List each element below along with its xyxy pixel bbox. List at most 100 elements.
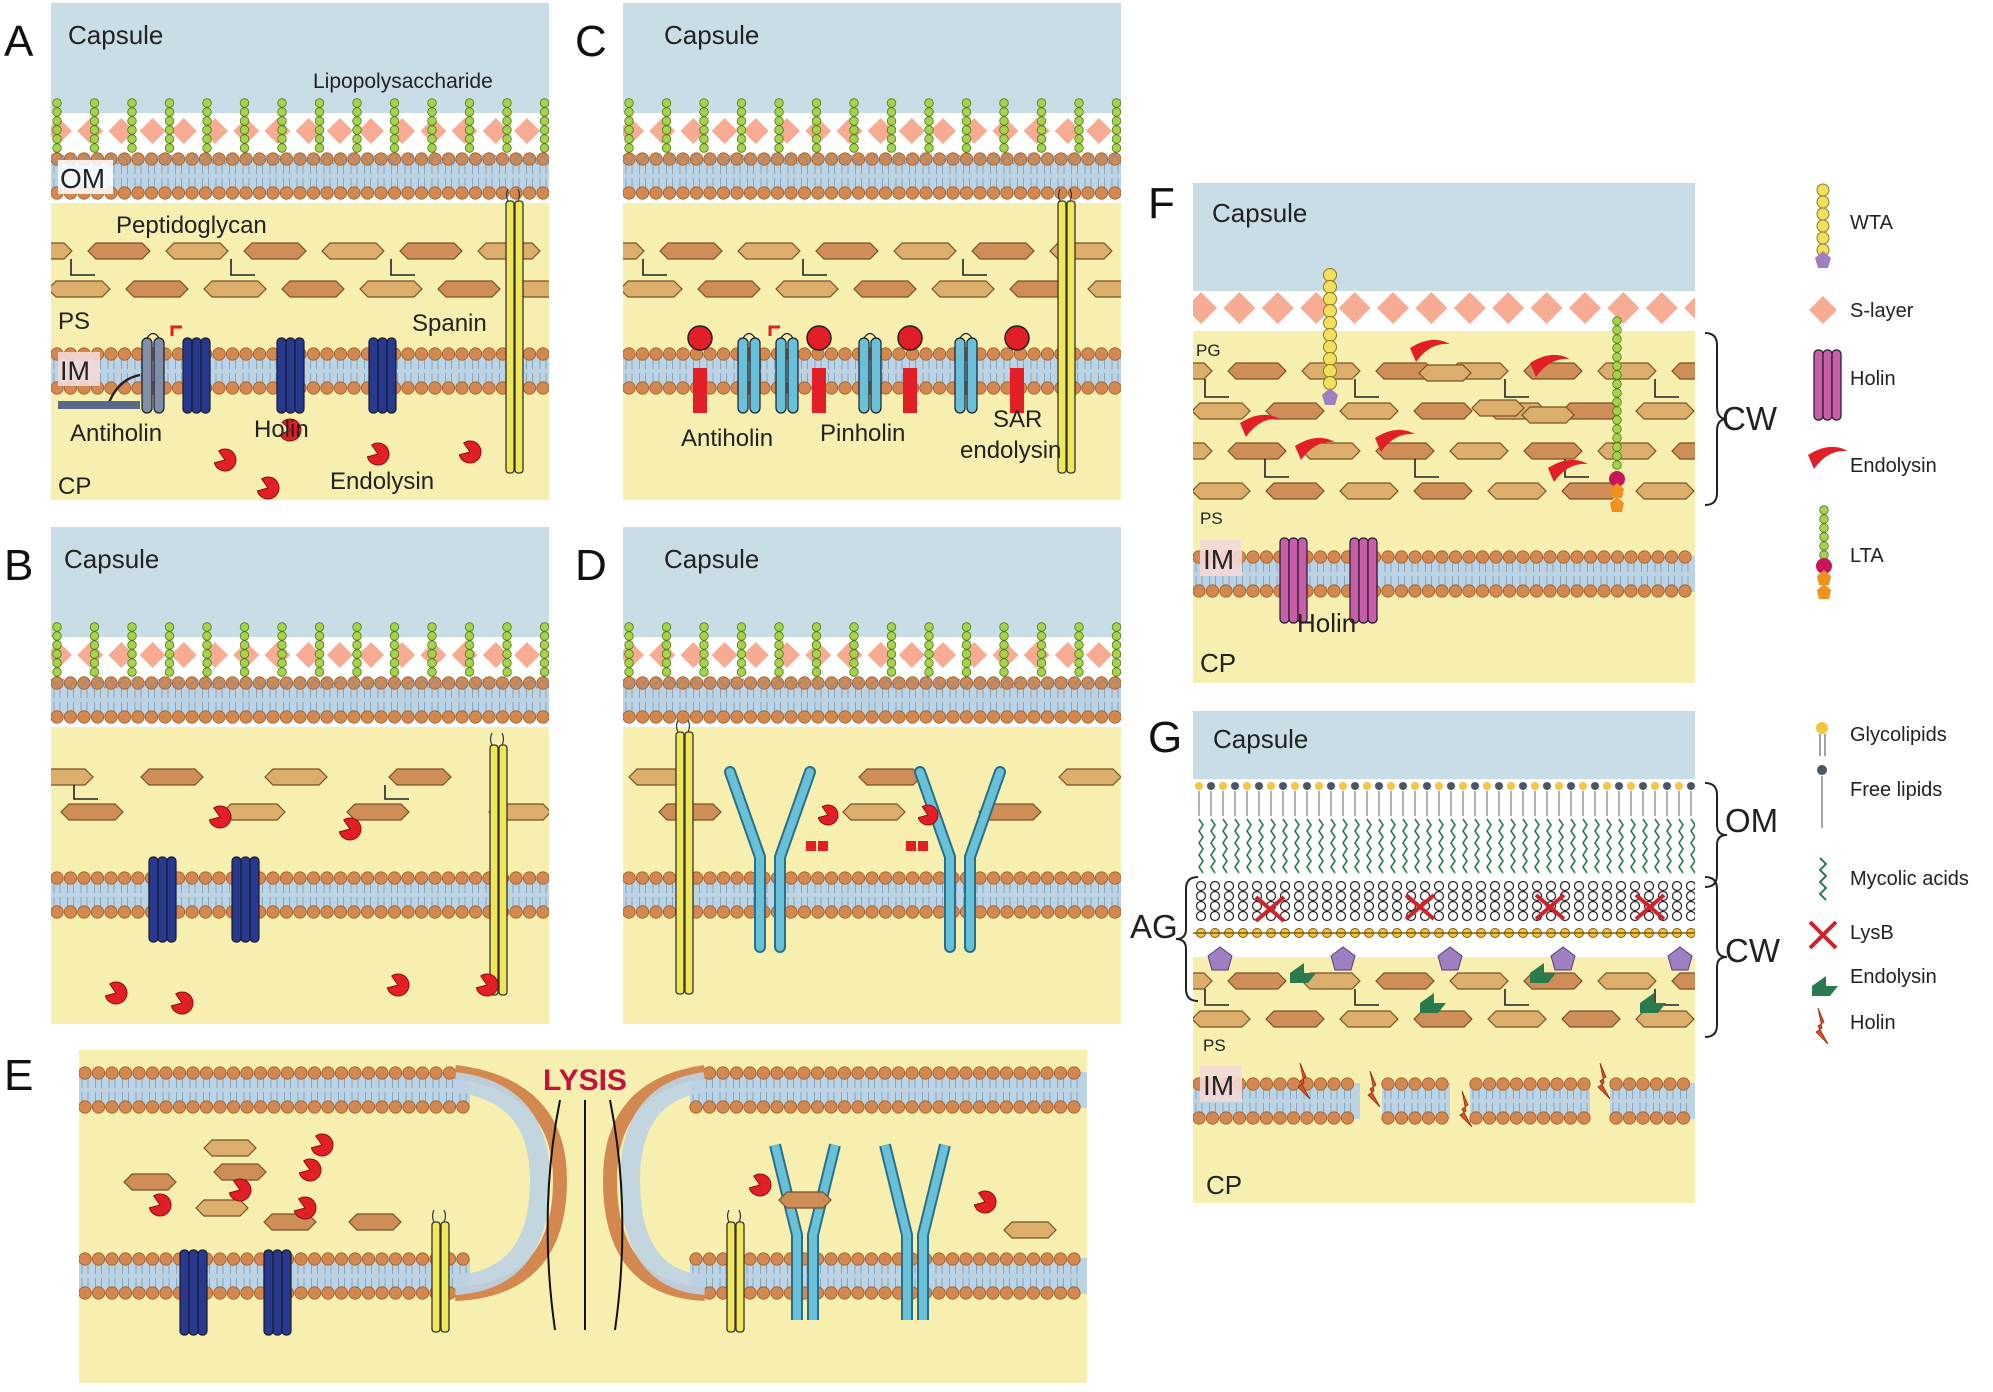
endolysin [338,817,362,841]
lps-bead [127,622,137,632]
lipid-head [401,186,415,200]
arabinan-sugar [1335,880,1347,892]
peptidoglycan-strand [1265,1010,1325,1028]
peptidoglycan-fragment [195,1199,249,1217]
lipid-head [402,1066,416,1080]
lipid-head [649,186,663,200]
lps-bead [624,622,634,632]
capsule [623,527,1121,637]
lps-bead [661,134,672,144]
lipid-head [1193,1111,1206,1125]
lipid-head [1094,186,1109,200]
lps-bead [1074,98,1084,108]
lps-bead [1074,622,1084,632]
lipid-head [212,186,226,200]
arabinan-sugar [1503,900,1515,912]
lipid-head [374,871,388,885]
holin-helix [377,337,388,414]
lps-bead [1036,98,1047,108]
lps-bead [736,667,747,677]
sar-endolysin [687,325,713,413]
lipid-head [293,710,307,724]
lipid-head [321,1286,335,1300]
legend-g-glycolipids: Glycolipids [1850,724,1947,746]
lps-bead [352,658,362,668]
arabinan-sugar [1657,880,1669,892]
arabinan-sugar [1307,890,1319,902]
lps-bead [811,134,822,144]
holin-helix [157,856,168,943]
panel-g-ps-label: PS [1203,1036,1226,1055]
arabinan-sugar [1307,910,1319,922]
lipid-head [132,1286,146,1300]
lps-bead [427,107,437,117]
lipid-head [703,347,717,361]
lps-bead [314,640,325,650]
lipid-head [972,1252,987,1266]
lipid-head [91,1100,106,1114]
lipid-head [1610,584,1625,598]
lps-bead [1111,658,1121,668]
lipid-head [51,871,64,885]
slayer-unit [358,118,384,144]
lipid-head [212,676,226,690]
lipid-head [757,710,771,724]
arabinan-sugar [1321,880,1333,892]
lipid-head [784,871,798,885]
lipid-head [824,1100,838,1114]
lipid-head [1381,550,1395,564]
lipid-head [1219,1111,1233,1125]
panel-a-cp-label: CP [58,473,91,500]
lps-bead [164,98,175,108]
lps-chain [624,622,634,677]
lps-bead [774,107,784,117]
endolysin [366,442,390,466]
lps-chain [539,622,549,677]
lipid-head [1469,1077,1483,1091]
lipid-head [743,710,758,724]
lipid-head [1489,584,1503,598]
lps-bead [1036,640,1047,650]
arabinan-sugar [1685,880,1695,892]
lipid-head [1394,584,1409,598]
arabinan-sugar [1377,880,1389,892]
peptide-crosslink [70,259,95,276]
peptidoglycan-strand [697,280,761,298]
arabinan-sugar [1195,880,1207,892]
peptidoglycan-strand [1487,482,1547,500]
lps-bead [464,125,475,135]
peptidoglycan-strand [321,242,385,260]
wta-bead [1323,316,1337,330]
lipid-head [1027,347,1041,361]
wta-legend-icon [1816,195,1830,209]
lps-bead [389,631,400,641]
endolysin [1530,963,1556,983]
lps-bead [277,98,287,108]
lps-bead [774,98,784,108]
holin-helix [1831,349,1842,421]
lipid-head [797,186,812,200]
lipid-head [1013,1066,1027,1080]
lps-bead [1074,667,1084,677]
lps-chain [89,98,100,153]
lipid-head [1381,584,1395,598]
lipid-head [676,186,690,200]
lipid-head [441,186,456,200]
lipid-head [374,905,388,919]
lipid-head [932,710,947,724]
lipid-head [159,1066,173,1080]
lipid-head [1000,676,1014,690]
lps-bead [699,631,709,641]
lps-bead [352,125,362,135]
lps-bead [886,107,897,117]
lipid-head [986,710,1001,724]
wta-bead [1323,328,1337,342]
lipid-head [455,871,469,885]
pinholin [858,332,882,414]
spanin-helix [498,744,508,996]
mycolic-acid [1510,818,1516,874]
lipid-tails [1384,1088,1446,1114]
lps-chain [736,622,747,677]
mycolic-acid [1534,818,1540,874]
lipid-head [1193,584,1206,598]
